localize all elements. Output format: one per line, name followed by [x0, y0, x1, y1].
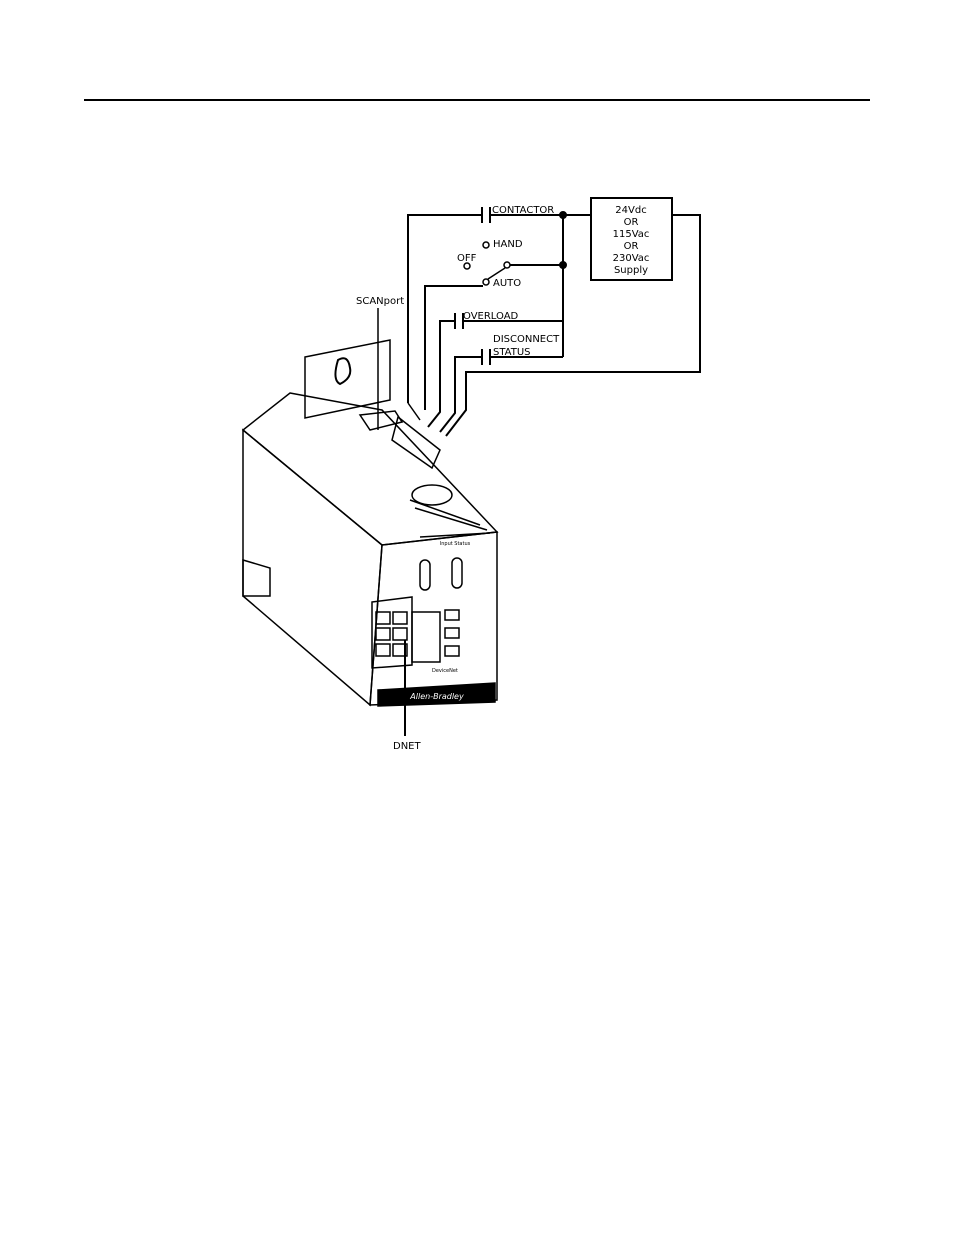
supply-line-4: OR: [624, 241, 639, 252]
supply-line-5: 230Vac: [613, 253, 650, 264]
supply-line-1: 24Vdc: [615, 205, 646, 216]
status-label: STATUS: [493, 347, 531, 358]
device-network-label: DeviceNet: [432, 668, 458, 674]
disconnect-label: DISCONNECT: [493, 334, 560, 345]
device-drawing: [243, 340, 497, 706]
device-panel-title: Input Status: [440, 541, 471, 547]
contactor-label: CONTACTOR: [492, 205, 554, 216]
overload-wire: [428, 313, 563, 427]
scanport-label: SCANport: [356, 296, 404, 307]
device-brand-logo: Allen-Bradley: [409, 692, 464, 701]
supply-line-6: Supply: [614, 265, 648, 276]
supply-line-2: OR: [624, 217, 639, 228]
supply-text: 24Vdc OR 115Vac OR 230Vac Supply: [613, 205, 650, 276]
overload-label: OVERLOAD: [463, 311, 519, 322]
selector-switch: [425, 242, 566, 410]
off-label: OFF: [457, 253, 477, 264]
supply-line-3: 115Vac: [613, 229, 650, 240]
auto-label: AUTO: [493, 278, 521, 289]
hand-label: HAND: [493, 239, 523, 250]
dnet-label: DNET: [393, 741, 421, 752]
